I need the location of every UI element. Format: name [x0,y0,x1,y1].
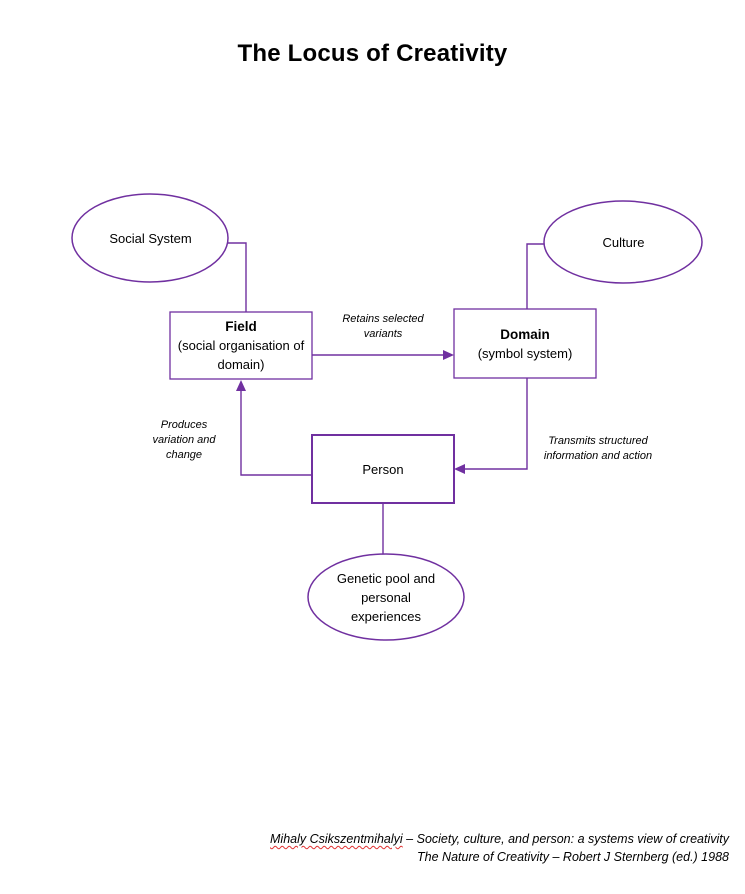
citation: Mihaly Csikszentmihalyi – Society, cultu… [169,831,729,866]
field-subtitle: (social organisation of domain) [177,338,305,372]
field-label: Field (social organisation of domain) [170,312,312,379]
field-title: Field [225,319,257,334]
culture-label: Culture [602,235,645,250]
ellipse-social-system [71,193,229,283]
arrowhead-domain-to-person [454,464,465,474]
arrowhead-person-to-field [236,380,246,391]
citation-author: Mihaly Csikszentmihalyi [270,832,403,846]
connector-socialsystem-field [222,242,247,312]
citation-line2: The Nature of Creativity – Robert J Ster… [417,849,729,864]
diagram-title: The Locus of Creativity [237,40,508,67]
box-domain [453,308,597,379]
genetic-pool-label: Genetic pool and personal experiences [336,571,436,624]
arrowhead-field-to-domain [443,350,454,360]
arrow-domain-to-person [463,378,528,470]
edge-label-produces: Produces variation and change [152,419,216,461]
citation-line1: Mihaly Csikszentmihalyi – Society, cultu… [169,831,729,849]
ellipse-genetic-pool [307,553,465,641]
domain-label: Domain (symbol system) [454,309,596,378]
domain-subtitle: (symbol system) [477,345,573,361]
connector-culture-domain [526,243,549,309]
social-system-label: Social System [109,231,192,246]
box-field [169,311,313,380]
edge-label-retains: Retains selected variants [342,313,424,340]
citation-line1-rest: – Society, culture, and person: a system… [402,832,729,846]
arrow-person-to-field [240,389,312,476]
box-person [311,434,455,504]
ellipse-culture [543,200,703,284]
person-label: Person [362,461,404,477]
domain-title: Domain [500,326,550,342]
edge-label-transmits: Transmits structured information and act… [543,435,653,462]
